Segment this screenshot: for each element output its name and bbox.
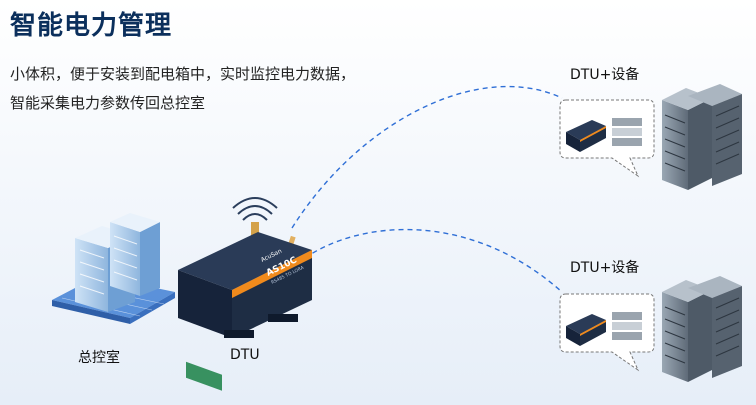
site-top-label: DTU+设备 xyxy=(570,67,640,83)
site-bottom-callout xyxy=(559,293,655,372)
dtu-device: AcuSan AS10C RS485 TO LORA xyxy=(178,197,312,391)
site-top-callout xyxy=(559,99,655,178)
wifi-signal-icon xyxy=(242,213,268,221)
description-line-2: 智能采集电力参数传回总控室 xyxy=(10,94,206,112)
dtu-label: DTU xyxy=(230,347,260,363)
control-room-building xyxy=(52,213,175,324)
page-title: 智能电力管理 xyxy=(10,11,173,41)
link-top xyxy=(291,85,563,229)
control-room-label: 总控室 xyxy=(78,350,120,366)
site-bottom-label: DTU+设备 xyxy=(570,260,640,276)
description-line-1: 小体积，便于安装到配电箱中，实时监控电力数据， xyxy=(10,65,356,83)
site-top-building xyxy=(662,84,742,190)
link-bottom xyxy=(304,228,563,293)
site-bottom-building xyxy=(662,276,742,382)
